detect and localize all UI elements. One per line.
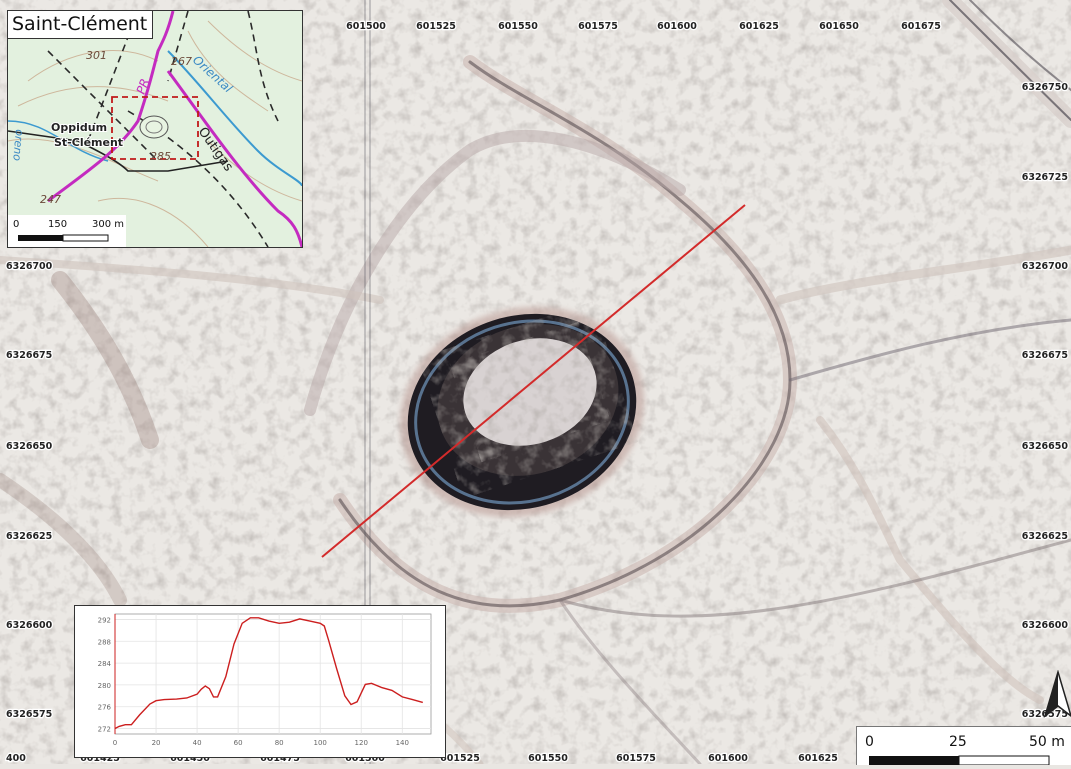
inset-scale-label-0: 0 bbox=[13, 219, 19, 230]
inset-site-label-line1: Oppidum bbox=[51, 121, 107, 134]
inset-site-label-line2: St-Clément bbox=[54, 136, 123, 149]
top-coordinate-label: 601525 bbox=[416, 21, 456, 32]
inset-peak-301: 301 bbox=[86, 49, 107, 62]
profile-y-tick: 288 bbox=[98, 638, 111, 646]
profile-x-tick: 100 bbox=[314, 739, 327, 747]
right-coordinate-label: 6326675 bbox=[1022, 350, 1068, 361]
profile-x-tick: 40 bbox=[193, 739, 202, 747]
left-coordinate-labels: 6326700 6326675 6326650 6326625 6326600 63265… bbox=[5, 260, 54, 722]
profile-x-tick: 140 bbox=[396, 739, 409, 747]
top-coordinate-labels: 601500 601525 601550 601575 601600 601625 6016… bbox=[345, 20, 942, 34]
profile-elevation-line bbox=[114, 617, 423, 730]
inset-peak-247: 247 bbox=[40, 193, 61, 206]
top-coordinate-label: 601550 bbox=[498, 21, 538, 32]
bottom-coordinate-label: 400 bbox=[6, 753, 26, 764]
left-coordinate-label: 6326600 bbox=[6, 620, 53, 631]
left-coordinate-label: 6326650 bbox=[6, 441, 53, 452]
top-coordinate-label: 601625 bbox=[739, 21, 779, 32]
profile-x-tick: 20 bbox=[152, 739, 161, 747]
bottom-coordinate-label: 601575 bbox=[616, 753, 656, 764]
top-coordinate-label: 601500 bbox=[346, 21, 386, 32]
bottom-coordinate-label: 601550 bbox=[528, 753, 568, 764]
right-coordinate-label: 6326700 bbox=[1022, 261, 1069, 272]
inset-scale-label-150: 150 bbox=[48, 219, 67, 230]
profile-plot-area bbox=[114, 613, 432, 735]
profile-y-tick: 280 bbox=[98, 682, 111, 690]
inset-topo-map[interactable]: 301 267 285 247 Oriental oreno Outigas P… bbox=[7, 10, 303, 248]
left-coordinate-label: 6326675 bbox=[6, 350, 52, 361]
inset-title: Saint-Clément bbox=[8, 11, 154, 39]
inset-scale-bar: 0 150 300 m bbox=[8, 215, 126, 247]
top-coordinate-label: 601575 bbox=[578, 21, 618, 32]
inset-peak-285: 285 bbox=[150, 150, 171, 163]
profile-y-tick: 292 bbox=[98, 616, 111, 624]
profile-x-tick: 60 bbox=[234, 739, 243, 747]
bottom-coordinate-label: 601625 bbox=[798, 753, 838, 764]
right-coordinate-label: 6326725 bbox=[1022, 172, 1068, 183]
right-coordinate-label: 6326625 bbox=[1022, 531, 1068, 542]
right-coordinate-label: 6326750 bbox=[1022, 82, 1069, 93]
profile-y-tick: 272 bbox=[98, 726, 111, 734]
profile-y-tick: 284 bbox=[98, 660, 112, 668]
profile-transect-line[interactable] bbox=[321, 204, 746, 558]
left-coordinate-label: 6326575 bbox=[6, 709, 52, 720]
scale-label-25: 25 bbox=[949, 734, 967, 750]
right-coordinate-label: 6326600 bbox=[1022, 620, 1069, 631]
profile-x-tick: 80 bbox=[275, 739, 284, 747]
profile-y-tick: 276 bbox=[98, 704, 112, 712]
left-coordinate-label: 6326625 bbox=[6, 531, 52, 542]
oppidum-mound bbox=[399, 306, 645, 518]
left-coordinate-label: 6326700 bbox=[6, 261, 53, 272]
right-coordinate-label: 6326650 bbox=[1022, 441, 1069, 452]
top-coordinate-label: 601675 bbox=[901, 21, 941, 32]
scale-label-0: 0 bbox=[865, 734, 874, 750]
bottom-coordinate-label: 601525 bbox=[440, 753, 480, 764]
inset-scale-label-300: 300 m bbox=[92, 219, 124, 230]
profile-x-tick: 0 bbox=[113, 739, 117, 747]
inset-peak-267: 267 bbox=[171, 55, 192, 68]
inset-creek-label: oreno bbox=[10, 129, 26, 162]
top-coordinate-label: 601650 bbox=[819, 21, 859, 32]
profile-x-tick: 120 bbox=[355, 739, 368, 747]
inset-trail-label: PR bbox=[134, 77, 152, 96]
scale-label-50: 50 m bbox=[1029, 734, 1065, 750]
top-coordinate-label: 601600 bbox=[657, 21, 697, 32]
right-coordinate-labels: 6326750 6326725 6326700 6326675 6326650 63266… bbox=[1020, 81, 1069, 722]
bottom-coordinate-label: 601600 bbox=[708, 753, 748, 764]
north-arrow-icon bbox=[1043, 669, 1071, 722]
map-scale-bar: 0 25 50 m bbox=[856, 726, 1071, 766]
